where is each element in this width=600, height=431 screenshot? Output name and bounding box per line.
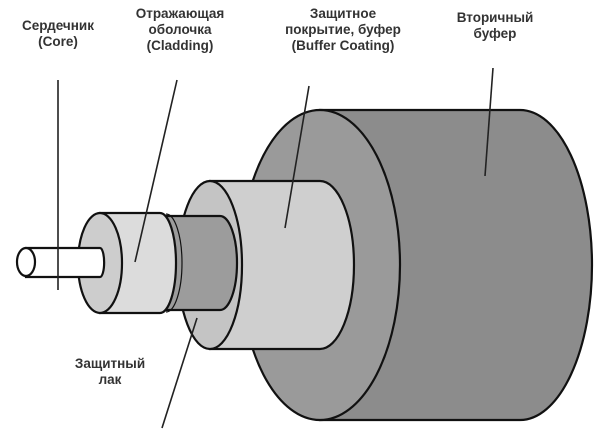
secondary-buffer-label: Вторичный буфер bbox=[440, 10, 550, 42]
cladding-label: Отражающая оболочка (Cladding) bbox=[120, 6, 240, 54]
buffer-leader-line bbox=[284, 85, 310, 229]
cladding-leader-line bbox=[134, 79, 178, 263]
varnish-body bbox=[158, 214, 239, 312]
core-label-line: Сердечник bbox=[22, 18, 94, 33]
buffer-label-line: покрытие, буфер bbox=[285, 22, 401, 37]
cladding-label-line: (Cladding) bbox=[146, 38, 214, 53]
cladding-label-line: Отражающая bbox=[135, 6, 225, 21]
varnish-label-line: Защитный bbox=[74, 356, 146, 371]
buffer-label-line: (Buffer Coating) bbox=[291, 38, 395, 53]
core-face bbox=[15, 246, 37, 278]
secondary-leader-line bbox=[484, 67, 494, 177]
varnish-label: Защитный лак bbox=[62, 356, 158, 388]
varnish-label-line: лак bbox=[98, 372, 122, 387]
core-body bbox=[24, 246, 106, 279]
buffer-coating-label: Защитное покрытие, буфер (Buffer Coating… bbox=[268, 6, 418, 54]
cladding-label-line: оболочка bbox=[148, 22, 212, 37]
core-label: Сердечник (Core) bbox=[12, 18, 104, 50]
buffer-coating-body bbox=[208, 179, 356, 351]
varnish-leader-line bbox=[161, 317, 198, 429]
buffer-label-line: Защитное bbox=[309, 6, 377, 21]
secondary-label-line: буфер bbox=[473, 26, 517, 41]
secondary-label-line: Вторичный bbox=[456, 10, 534, 25]
core-label-line: (Core) bbox=[38, 34, 78, 49]
